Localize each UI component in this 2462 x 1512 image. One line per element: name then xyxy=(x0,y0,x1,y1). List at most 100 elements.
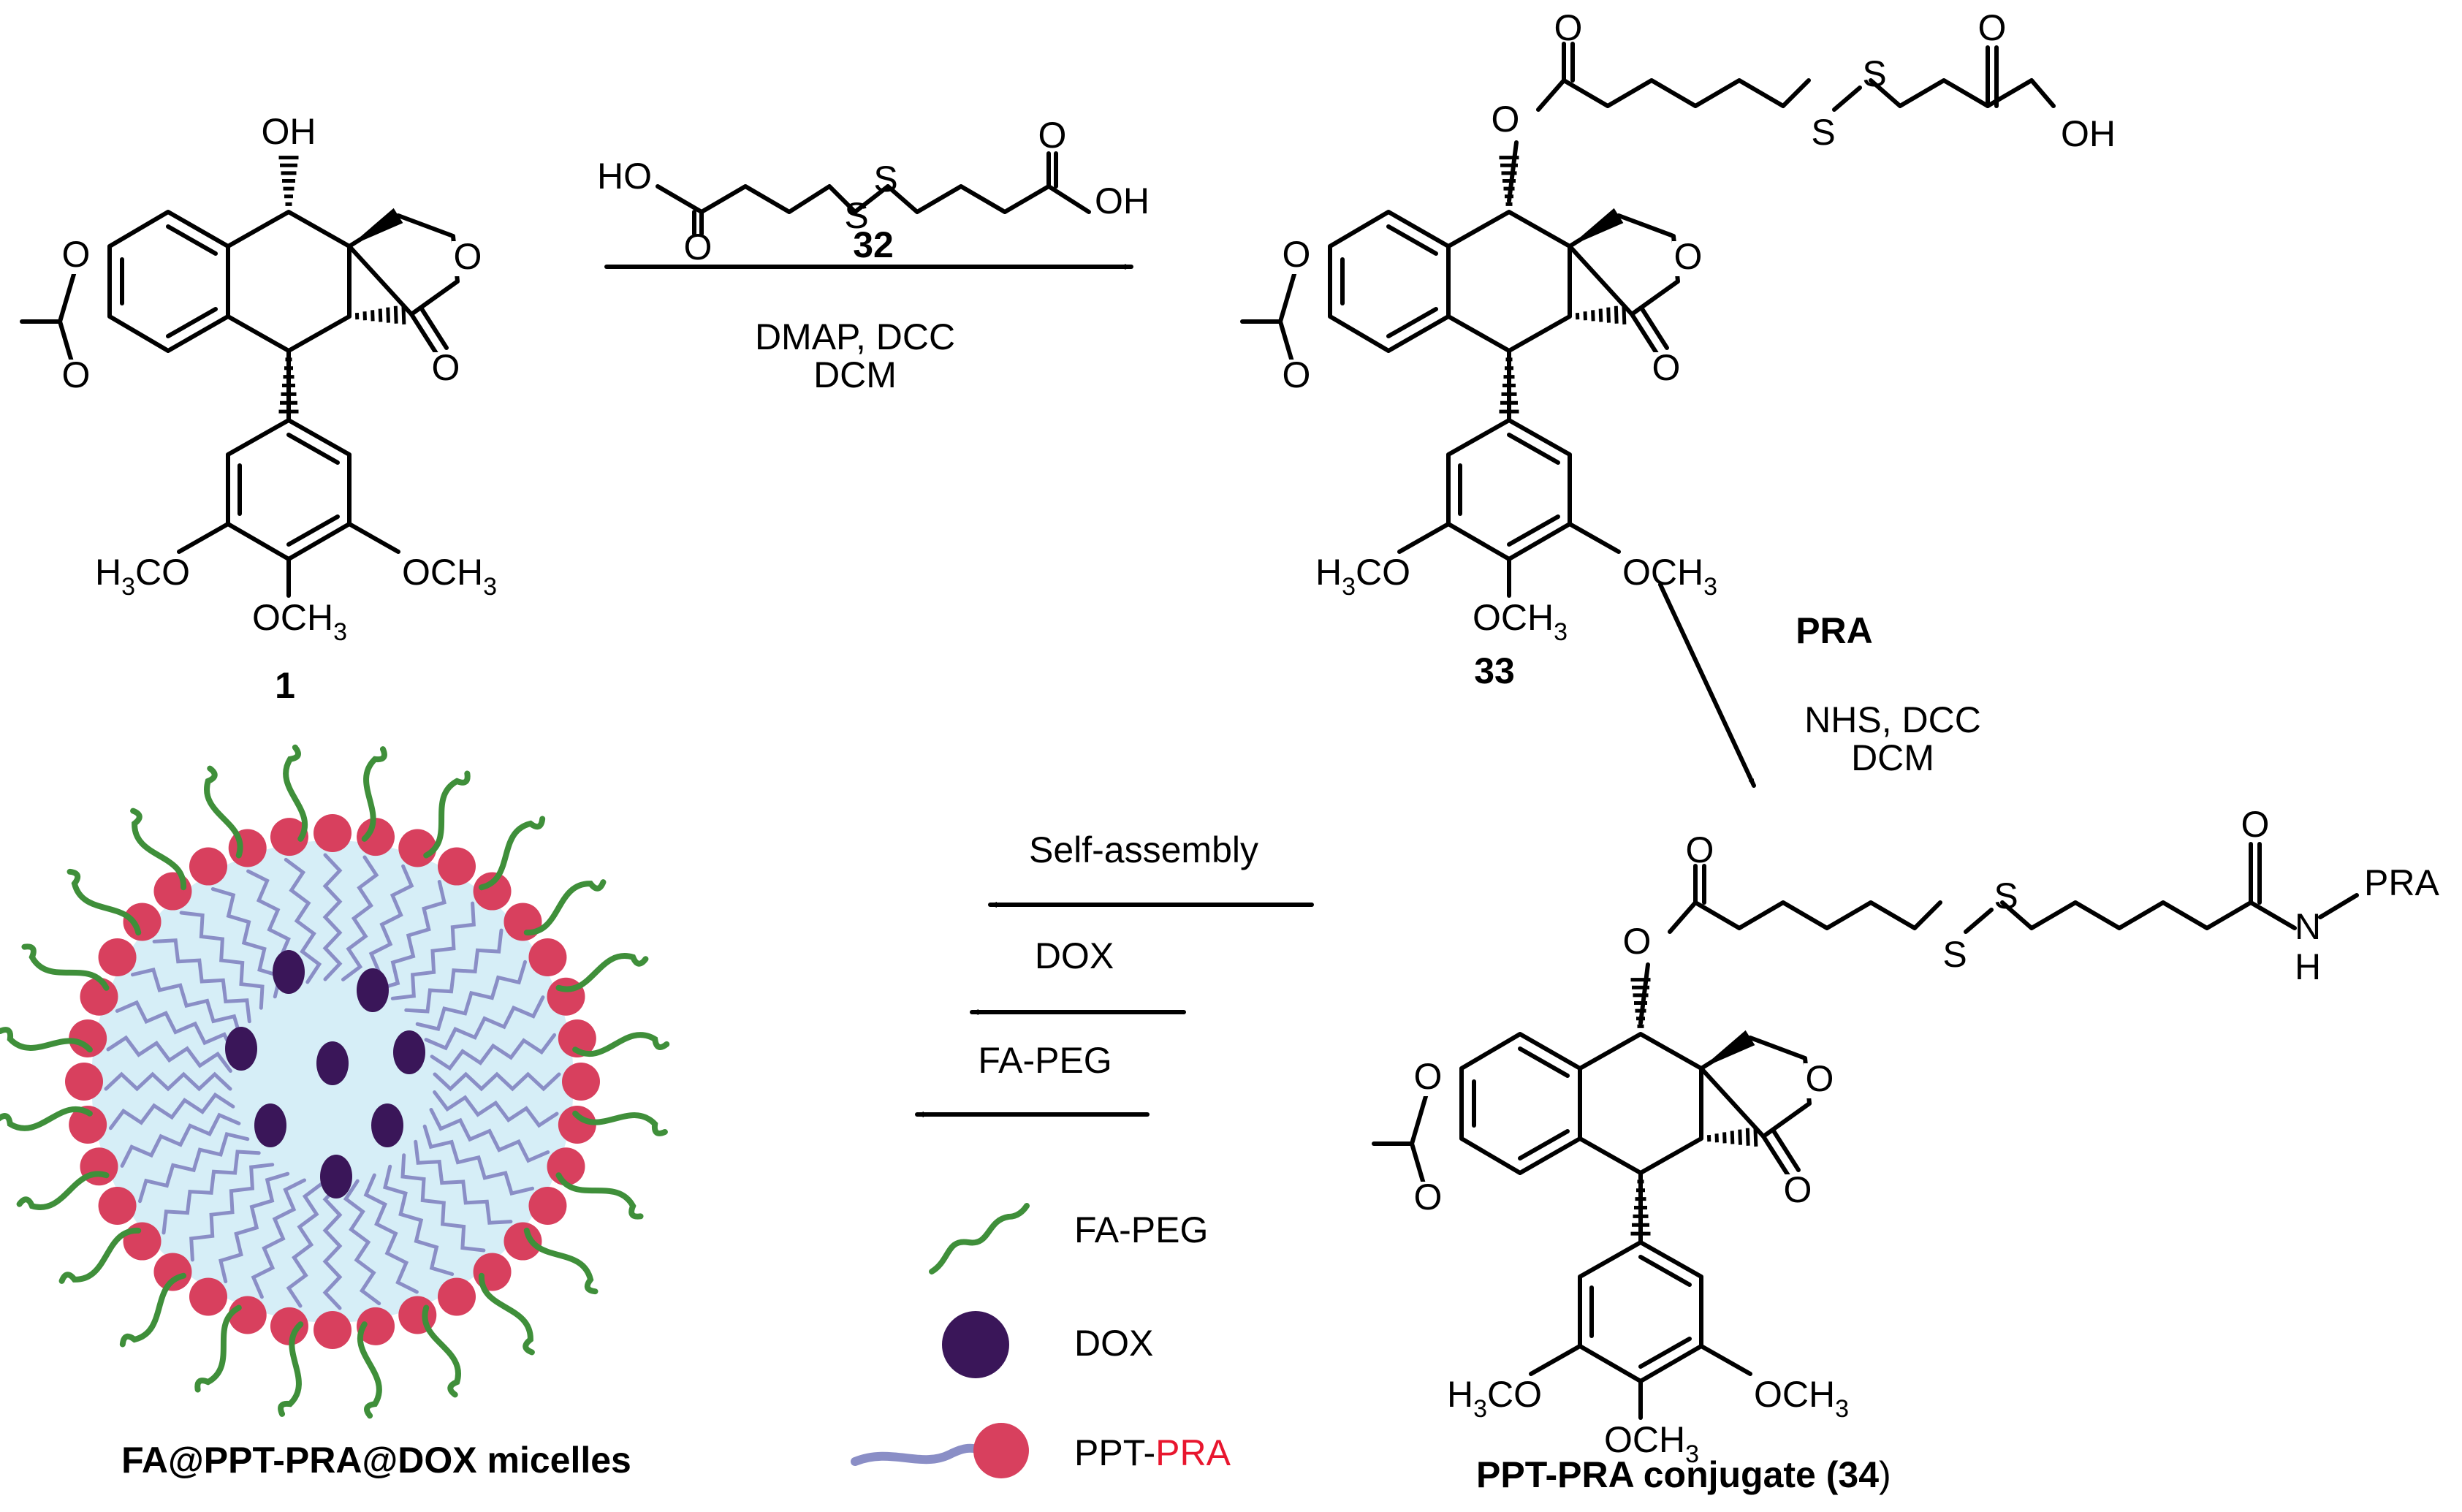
compound-34-lactone-o: O xyxy=(1806,1058,1834,1099)
compound-1-lactone-o: O xyxy=(454,236,482,277)
compound-33-och3-bottom-sub: 3 xyxy=(1554,618,1568,646)
compound-1-och3-right: OCH3 xyxy=(402,552,497,601)
compound-33-och3-right: OCH3 xyxy=(1622,552,1717,601)
compound-34-och3-right: OCH3 xyxy=(1754,1374,1849,1423)
arrow-step2 xyxy=(1660,585,1754,786)
compound-34-och3-right-sub: 3 xyxy=(1835,1395,1849,1423)
compound-33-oh: OH xyxy=(2061,113,2116,154)
compound-1-number: 1 xyxy=(275,665,295,706)
step1-reagents: DMAP, DCC xyxy=(755,316,955,357)
compound-33-s2: S xyxy=(1862,53,1886,94)
compound-33-wedge-bond xyxy=(1570,208,1623,246)
micelle-head xyxy=(229,1296,267,1334)
micelle-dox xyxy=(273,950,305,994)
compound-33-lactone-o: O xyxy=(1674,236,1703,277)
compound-33-h3co-sub: 3 xyxy=(1342,573,1356,601)
compound-1-c4-bond xyxy=(279,158,299,205)
compound-1-hash-bond-aryl xyxy=(279,360,299,411)
compound-34-chain: O SS O NH PRA xyxy=(1670,804,2439,987)
micelle-head xyxy=(153,873,191,911)
compound-34-n: N xyxy=(2295,906,2321,947)
micelle-head xyxy=(547,1147,585,1185)
micelle-head xyxy=(528,1187,566,1225)
micelle-head xyxy=(124,903,162,941)
compound-33-number: 33 xyxy=(1474,650,1515,691)
micelle-dox xyxy=(393,1030,425,1074)
micelle-head xyxy=(438,848,476,886)
c34-ss xyxy=(1966,910,1991,932)
compound-33-ester-o: O xyxy=(1492,99,1520,140)
micelle-dox xyxy=(320,1155,352,1198)
c34-n-pra xyxy=(2320,895,2357,917)
compound-34-amide-o: O xyxy=(2241,804,2270,845)
compound-34-close: ) xyxy=(1879,1454,1891,1495)
micelle-dox xyxy=(254,1103,286,1147)
compound-34-dioxole-o-top: O xyxy=(1414,1056,1443,1097)
micelle-head xyxy=(528,938,566,976)
compound-34-hash-bond-aryl xyxy=(1631,1182,1651,1234)
compound-1-h3co-left: H3CO xyxy=(95,552,190,601)
micelle-head xyxy=(124,1223,162,1261)
micelle-head xyxy=(314,814,352,852)
compound-33-dioxole-o-bottom: O xyxy=(1283,354,1311,395)
micelle-title: FA@PPT-PRA@DOX micelles xyxy=(121,1440,631,1481)
compound-33-carbonyl-o: O xyxy=(1652,347,1681,388)
compound-34-pra: PRA xyxy=(2364,862,2439,903)
step3-dox: DOX xyxy=(1035,935,1114,976)
compound-33-och3-right-sub: 3 xyxy=(1703,573,1717,601)
step2-solvent: DCM xyxy=(1851,737,1934,778)
micelle-head xyxy=(99,1187,137,1225)
micelle-head xyxy=(504,1223,542,1261)
step2-reagents: NHS, DCC xyxy=(1804,699,1981,740)
micelle-head xyxy=(562,1063,600,1101)
step3-self-assembly: Self-assembly xyxy=(1029,829,1258,870)
compound-34-carbonyl-o: O xyxy=(1686,829,1714,870)
compound-33-carbonyl-o: O xyxy=(1554,7,1583,48)
micelle-head xyxy=(189,1277,227,1315)
legend-pra: PRA xyxy=(1155,1432,1231,1473)
compound-1-h3co-co: CO xyxy=(135,552,190,593)
linker-32-o-right: O xyxy=(1038,115,1067,156)
micelle-head xyxy=(504,903,542,941)
compound-34-nh: H xyxy=(2295,946,2321,987)
compound-34-s2: S xyxy=(1994,875,2018,916)
compound-34-label: PPT-PRA conjugate (34) xyxy=(1476,1454,1891,1495)
micelle-head xyxy=(80,978,118,1016)
legend-dox-label: DOX xyxy=(1074,1323,1153,1364)
compound-34-h3co-left: H3CO xyxy=(1447,1374,1542,1423)
compound-34-h3co-sub: 3 xyxy=(1473,1395,1487,1423)
compound-1-hash-bond-lactone xyxy=(357,305,403,324)
micelle-head xyxy=(99,938,137,976)
compound-33-hash-bond-lactone xyxy=(1577,305,1624,324)
compound-33-h3co-left: H3CO xyxy=(1315,552,1410,601)
compound-1-dioxole-o-top: O xyxy=(62,234,91,275)
micelle-head xyxy=(189,848,227,886)
compound-34-wedge-bond xyxy=(1701,1030,1755,1068)
compound-34-carbonyl-o: O xyxy=(1784,1169,1812,1210)
compound-1-oh: OH xyxy=(262,111,316,152)
micelle-head xyxy=(398,829,436,867)
compound-33-hash-bond-aryl xyxy=(1500,360,1519,411)
micelle-head xyxy=(153,1253,191,1291)
compound-34-h3co-co: CO xyxy=(1487,1374,1542,1415)
micelle-dox xyxy=(371,1103,403,1147)
compound-34-s1: S xyxy=(1942,934,1967,975)
linker-32-number: 32 xyxy=(853,224,894,265)
micelle-dox xyxy=(316,1041,349,1085)
compound-34-dioxole-o-bottom: O xyxy=(1414,1177,1443,1217)
legend-fa-peg-icon xyxy=(932,1206,1027,1272)
legend-dash: - xyxy=(1143,1432,1155,1473)
compound-34-hash-bond-lactone xyxy=(1709,1127,1755,1147)
compound-34-number: 34 xyxy=(1838,1454,1879,1495)
compound-34-ester-o: O xyxy=(1623,921,1652,962)
linker-32-o-left: O xyxy=(684,227,713,267)
compound-33-dioxole-o-top: O xyxy=(1283,234,1311,275)
compound-1-carbonyl-o: O xyxy=(432,347,460,388)
step3-fa-peg: FA-PEG xyxy=(978,1040,1112,1081)
step1-solvent: DCM xyxy=(813,354,897,395)
